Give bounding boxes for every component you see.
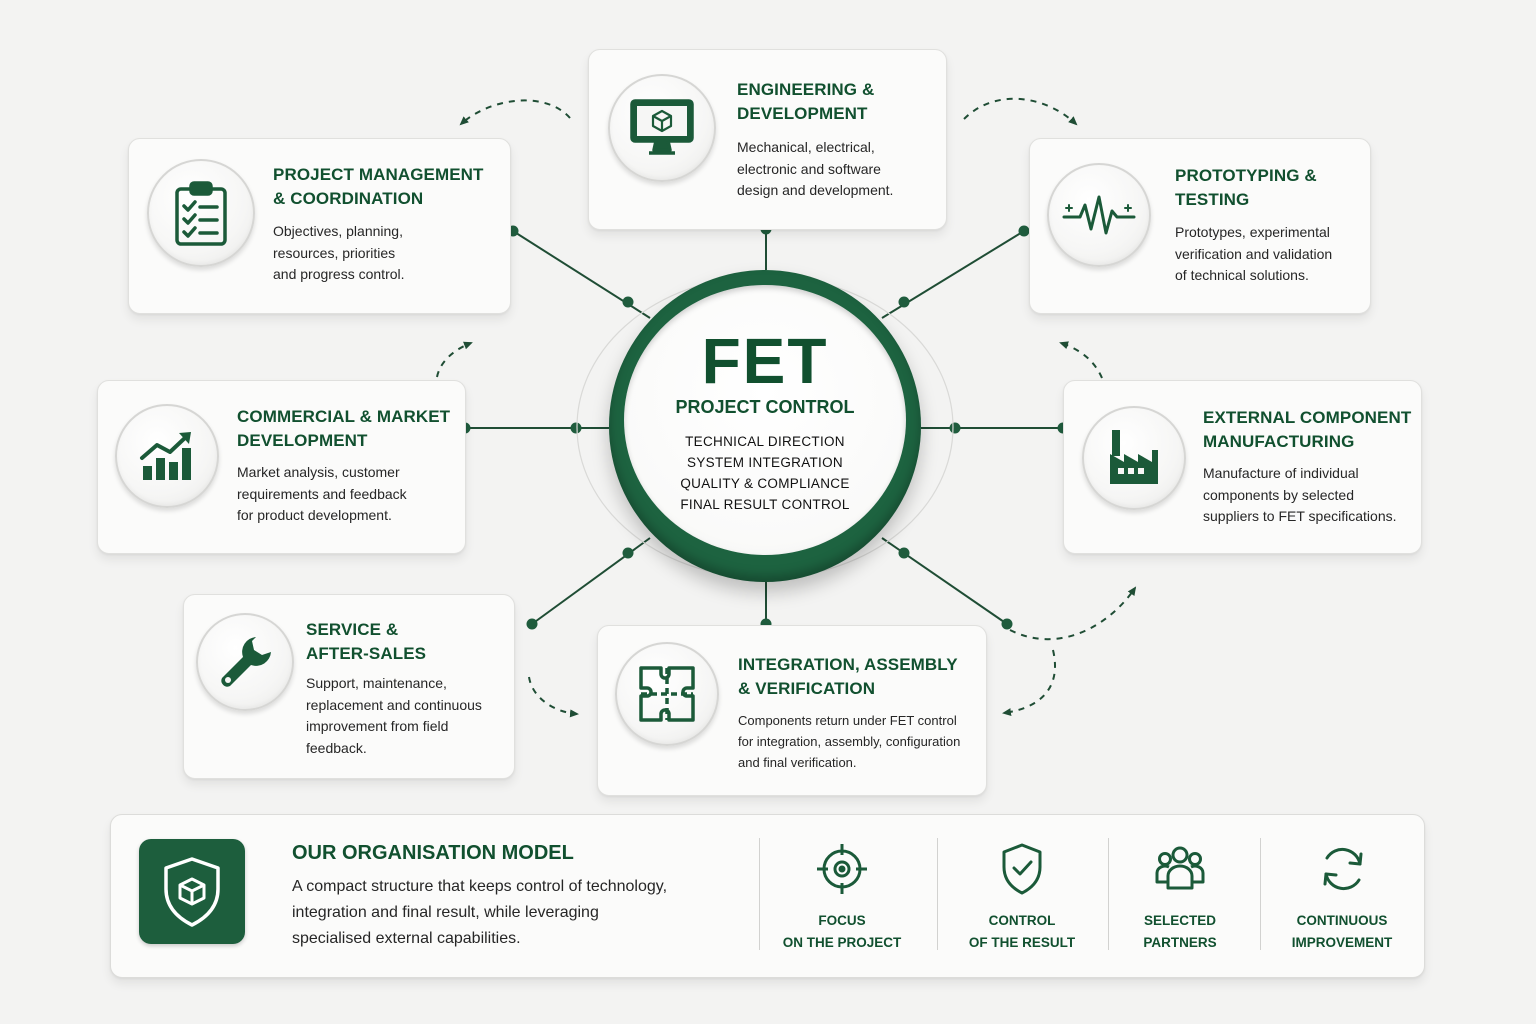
- card-title: ENGINEERING &DEVELOPMENT: [737, 80, 875, 123]
- card-title: PROJECT MANAGEMENT& COORDINATION: [273, 165, 484, 208]
- connector-node: [898, 296, 910, 308]
- card-title: PROTOTYPING &TESTING: [1175, 166, 1317, 209]
- shield-check-icon: [1002, 843, 1042, 895]
- flow-arrow: [459, 99, 571, 126]
- organisation-title: OUR ORGANISATION MODEL: [292, 842, 574, 864]
- people-group-icon: [1155, 846, 1205, 890]
- clipboard-checklist-icon: [147, 159, 255, 267]
- growth-chart-icon: [115, 404, 219, 508]
- card-title: INTEGRATION, ASSEMBLY& VERIFICATION: [738, 655, 958, 698]
- hub-center: [624, 285, 906, 555]
- divider: [937, 838, 938, 950]
- organisation-panel: [110, 814, 1425, 978]
- hub-title: FET: [701, 325, 829, 397]
- hub-line-technical-direction: TECHNICAL DIRECTION: [685, 434, 845, 449]
- hub-line-final-result-control: FINAL RESULT CONTROL: [680, 497, 850, 512]
- hub-line-quality-compliance: QUALITY & COMPLIANCE: [680, 476, 850, 491]
- connector-node: [526, 618, 538, 630]
- wrench-icon: [196, 613, 294, 711]
- divider: [1260, 838, 1261, 950]
- card-description: Mechanical, electrical,electronic and so…: [737, 139, 894, 198]
- connector-node: [1001, 618, 1013, 630]
- connector-node: [622, 547, 634, 559]
- flow-arrow: [528, 676, 579, 718]
- puzzle-pieces-icon: [615, 642, 719, 746]
- refresh-cycle-icon: [1323, 848, 1363, 890]
- connector-node: [622, 296, 634, 308]
- hub-line-system-integration: SYSTEM INTEGRATION: [687, 455, 843, 470]
- organisation-description: A compact structure that keeps control o…: [292, 878, 668, 947]
- connector-node: [570, 422, 582, 434]
- shield-cube-icon: [139, 839, 245, 944]
- connector-node: [898, 547, 910, 559]
- connector-node: [949, 422, 961, 434]
- flow-arrow: [1059, 341, 1103, 379]
- divider: [759, 838, 760, 950]
- card-title: SERVICE &AFTER-SALES: [306, 620, 427, 663]
- divider: [1108, 838, 1109, 950]
- monitor-cube-icon: [608, 74, 716, 182]
- flow-arrow: [1009, 586, 1137, 641]
- hub-subtitle: PROJECT CONTROL: [675, 397, 855, 417]
- flow-arrow: [436, 341, 473, 378]
- pulse-waveform-icon: [1047, 163, 1151, 267]
- factory-icon: [1082, 406, 1186, 510]
- flow-arrow: [963, 97, 1078, 126]
- target-crosshair-icon: [817, 844, 867, 894]
- card-description: Objectives, planning,resources, prioriti…: [273, 223, 405, 282]
- card-description: Support, maintenance,replacement and con…: [306, 675, 482, 756]
- connector-node: [1018, 225, 1030, 237]
- flow-arrow: [1002, 649, 1056, 716]
